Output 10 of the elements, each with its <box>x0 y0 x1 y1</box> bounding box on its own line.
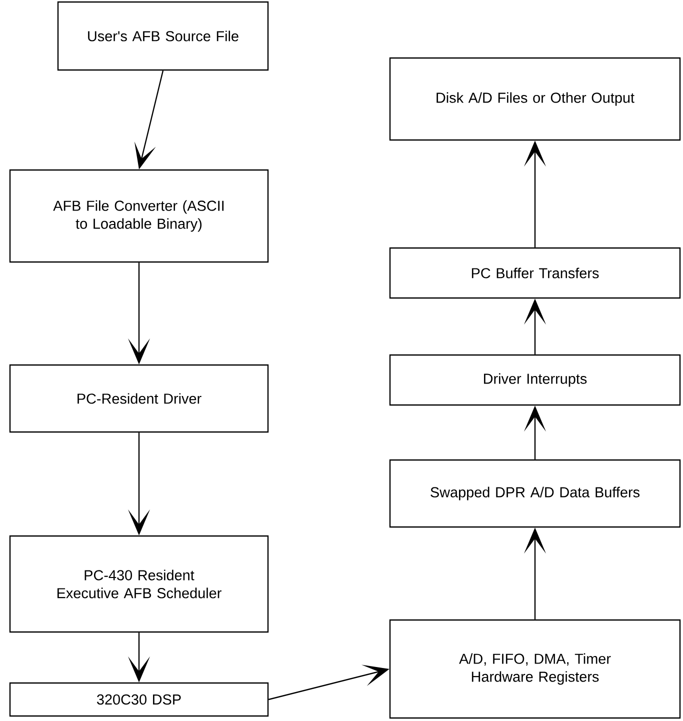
process-box: Swapped DPR A/D Data Buffers <box>389 459 681 528</box>
process-box: PC-430 Resident Executive AFB Scheduler <box>9 535 269 633</box>
process-box: A/D, FIFO, DMA, Timer Hardware Registers <box>389 619 681 719</box>
process-box: User's AFB Source File <box>57 1 269 71</box>
process-box: Disk A/D Files or Other Output <box>389 57 681 141</box>
process-box: PC Buffer Transfers <box>389 247 681 299</box>
process-box: PC-Resident Driver <box>9 364 269 433</box>
process-box: 320C30 DSP <box>9 682 269 717</box>
process-box: Driver Interrupts <box>389 354 681 406</box>
process-box: AFB File Converter (ASCII to Loadable Binary) <box>9 169 269 263</box>
